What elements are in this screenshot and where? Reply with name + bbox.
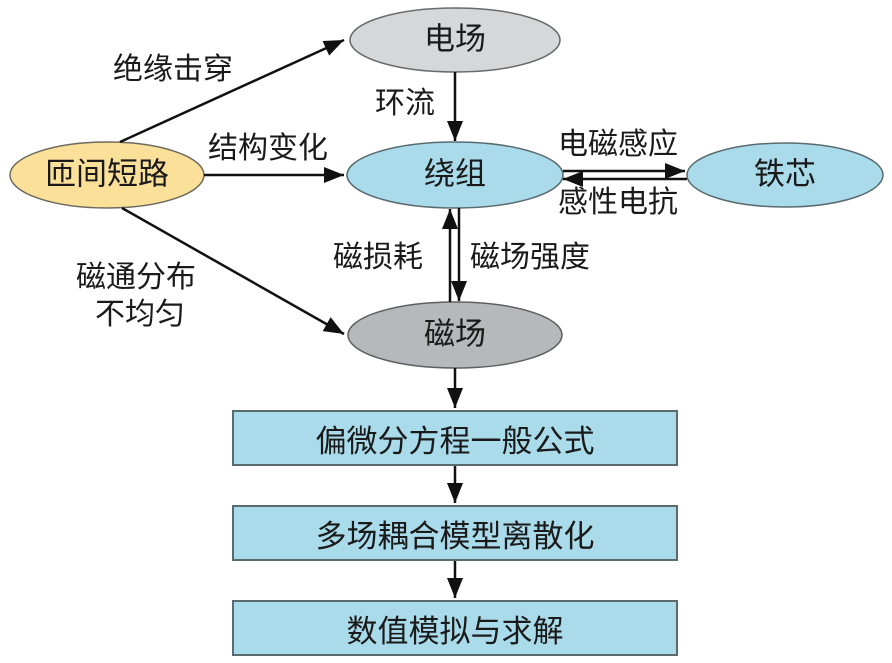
node-magnetic-field: 磁场 xyxy=(424,316,486,353)
label-insulation-breakdown: 绝缘击穿 xyxy=(113,52,233,87)
label-em-induction: 电磁感应 xyxy=(558,127,678,162)
step-label: 多场耦合模型离散化 xyxy=(315,518,595,555)
step-pde-general-form: 偏微分方程一般公式 xyxy=(232,410,678,466)
step-label: 数值模拟与求解 xyxy=(346,613,564,650)
label-circulating-current: 环流 xyxy=(375,86,435,121)
label-field-strength: 磁场强度 xyxy=(470,240,590,275)
label-flux-uneven-2: 不均匀 xyxy=(95,297,185,332)
step-label: 偏微分方程一般公式 xyxy=(315,423,595,460)
step-multifield-discretization: 多场耦合模型离散化 xyxy=(232,505,678,561)
label-flux-uneven-1: 磁通分布 xyxy=(76,260,196,295)
label-magnetic-loss: 磁损耗 xyxy=(333,240,423,275)
node-short-circuit: 匝间短路 xyxy=(45,156,169,193)
label-structure-change: 结构变化 xyxy=(208,131,328,166)
edge-flux-uneven xyxy=(121,206,345,336)
label-inductive-reactance: 感性电抗 xyxy=(558,185,678,220)
edge-insulation-breakdown xyxy=(119,38,345,144)
step-numerical-simulation: 数值模拟与求解 xyxy=(232,600,678,656)
node-winding: 绕组 xyxy=(424,156,486,193)
node-iron-core: 铁芯 xyxy=(754,156,816,193)
node-electric-field: 电场 xyxy=(424,21,486,58)
node-iron-core-shape xyxy=(686,142,884,208)
